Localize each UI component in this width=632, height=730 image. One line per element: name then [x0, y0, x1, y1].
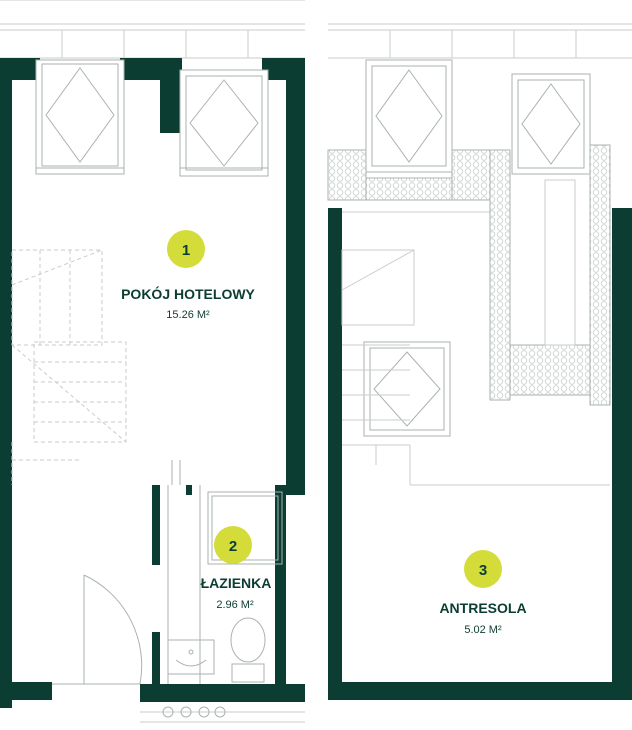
- room-area: 15.26 M²: [166, 309, 210, 321]
- insulation-hatch: [327, 144, 611, 406]
- window-icon: [511, 73, 591, 175]
- room-badge: [167, 230, 205, 268]
- toilet-icon: [230, 617, 266, 683]
- room-number: 2: [229, 538, 237, 555]
- room-1: 1 POKÓJ HOTELOWY 15.26 M²: [121, 230, 256, 321]
- stairs-icon: [11, 249, 127, 485]
- room-number: 1: [182, 242, 190, 259]
- room-3: 3 ANTRESOLA 5.02 M²: [439, 550, 527, 636]
- window-icon: [179, 69, 269, 177]
- room-2: 2 ŁAZIENKA 2.96 M²: [201, 526, 272, 611]
- room-badge: [464, 550, 502, 588]
- room-number: 3: [479, 562, 487, 579]
- window-icon: [365, 59, 453, 173]
- room-area: 2.96 M²: [216, 599, 254, 611]
- left-walls: [0, 58, 305, 708]
- shower-tray-icon: [207, 491, 283, 565]
- room-name: ŁAZIENKA: [201, 575, 272, 591]
- right-walls: [328, 208, 632, 700]
- door-swing-icon: [52, 574, 143, 685]
- room-badge: [214, 526, 252, 564]
- room-name: POKÓJ HOTELOWY: [121, 285, 255, 302]
- window-icon: [35, 59, 125, 175]
- window-icon: [363, 341, 451, 437]
- vent-icons: [162, 460, 226, 718]
- stairs-icon: [341, 179, 576, 485]
- sink-icon: [167, 639, 215, 675]
- room-area: 5.02 M²: [464, 624, 502, 636]
- room-name: ANTRESOLA: [439, 600, 526, 616]
